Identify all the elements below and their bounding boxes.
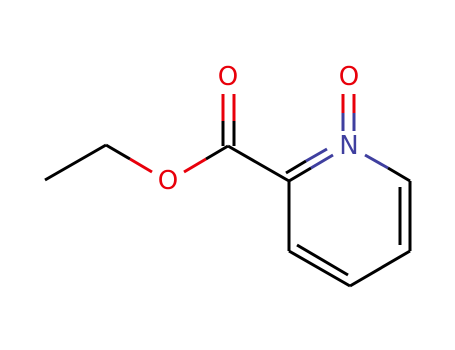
atom-n-oxide-oxygen: O <box>339 62 359 92</box>
bond-ch3-ch2 <box>44 143 107 182</box>
bond-c4-c3 <box>288 243 351 288</box>
bond-n-c6 <box>364 153 411 183</box>
atom-carbonyl-oxygen: O <box>218 62 238 92</box>
bond-c5-c4 <box>349 249 411 288</box>
bond-carbonyl-ring <box>227 144 290 183</box>
bond-c2-n-double <box>285 147 334 183</box>
atom-ester-oxygen: O <box>158 166 178 196</box>
bond-ch2-ester-oxygen <box>105 143 153 174</box>
bond-ester-oxygen-carbonyl-carbon <box>183 144 229 174</box>
bond-carbonyl-double <box>221 94 236 146</box>
bond-c6-c5 <box>398 181 412 251</box>
atom-ring-nitrogen: N <box>339 131 358 161</box>
bond-n-oxide <box>341 94 356 131</box>
